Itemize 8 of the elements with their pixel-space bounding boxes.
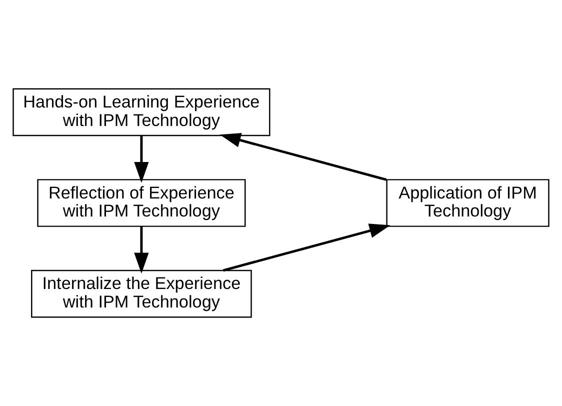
arrow — [222, 224, 390, 272]
node-box: Hands-on Learning Experience with IPM Technology — [12, 88, 270, 136]
node-box: Reflection of Experience with IPM Technology — [37, 179, 246, 227]
node-box: Application of IPM Technology — [386, 179, 550, 227]
arrow — [220, 133, 387, 181]
node-box: Internalize the Experience with IPM Technology — [31, 270, 252, 318]
arrow — [134, 136, 149, 183]
arrow — [134, 226, 149, 274]
